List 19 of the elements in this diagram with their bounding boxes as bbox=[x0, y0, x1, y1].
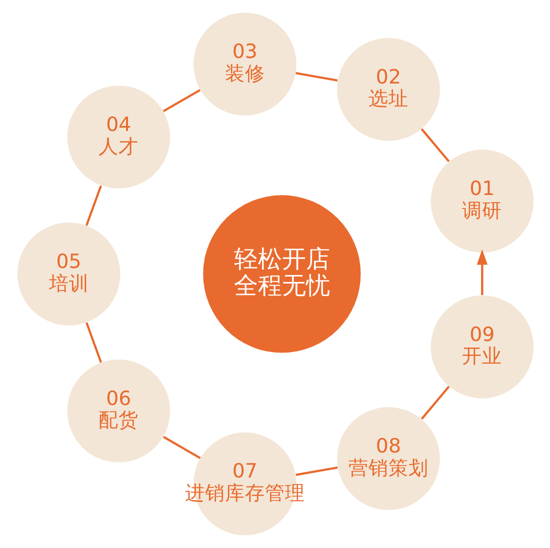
node-circle: 03 装修 bbox=[192, 12, 296, 116]
node-label: 进销库存管理 bbox=[184, 482, 304, 505]
connector bbox=[420, 386, 450, 420]
connector bbox=[295, 72, 338, 82]
connector bbox=[84, 185, 102, 226]
connector bbox=[295, 466, 338, 476]
node-circle: 05 培训 bbox=[16, 222, 120, 326]
arrow bbox=[476, 249, 488, 296]
connector bbox=[162, 89, 200, 112]
node-circle: 08 营销策划 bbox=[336, 407, 440, 510]
node-circle: 轻松开店 全程无忧 bbox=[202, 195, 360, 353]
connector bbox=[162, 436, 200, 459]
node-circle: 09 开业 bbox=[430, 295, 534, 398]
node-circle: 06 配货 bbox=[66, 360, 170, 462]
connector bbox=[85, 322, 102, 363]
node-circle: 02 选址 bbox=[336, 38, 440, 141]
connector bbox=[420, 128, 450, 162]
node-circle: 01 调研 bbox=[430, 150, 534, 253]
node-circle: 04 人才 bbox=[66, 86, 170, 188]
